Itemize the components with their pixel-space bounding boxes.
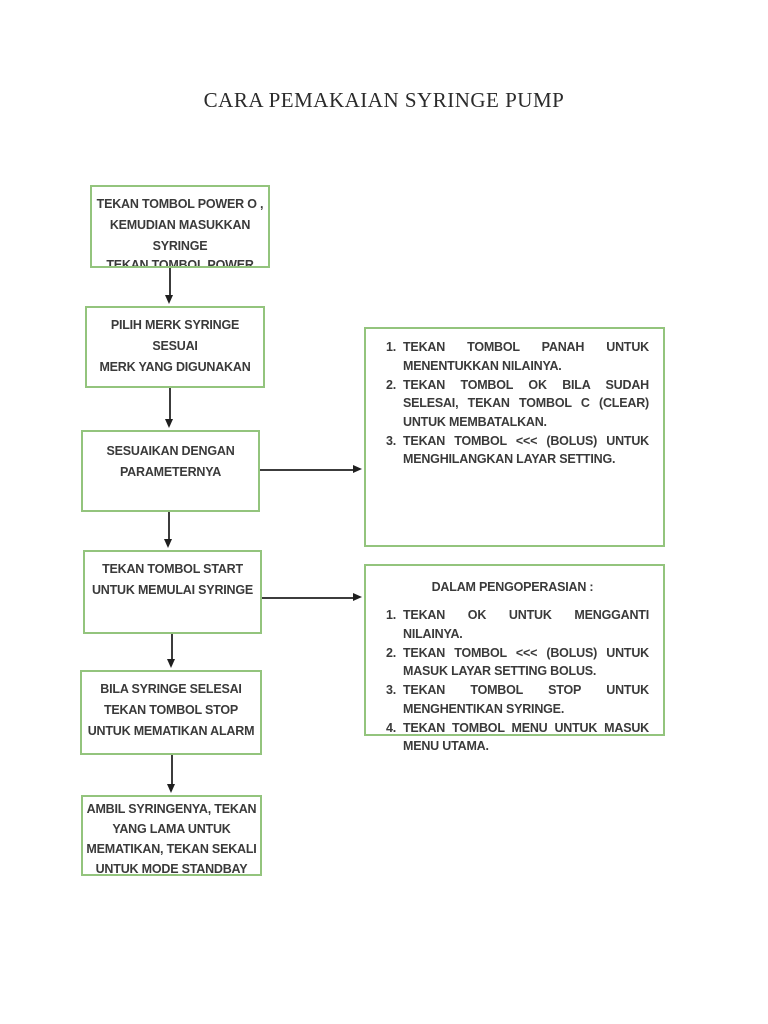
arrow-down-icon [165, 388, 174, 428]
arrow-down-icon [167, 755, 176, 793]
flow-step-line: SESUAIKAN DENGAN [106, 444, 235, 458]
note-heading: DALAM PENGOPERASIAN : [431, 580, 594, 594]
note-item: 3. TEKAN TOMBOL <<< (BOLUS) UNTUK MENGHI… [376, 432, 649, 469]
flow-step-line: UNTUK MEMULAI SYRINGE [91, 583, 254, 597]
flow-step-line: KEMUDIAN MASUKKAN [109, 218, 251, 232]
note-item-text: TEKAN TOMBOL <<< (BOLUS) UNTUK MASUK LAY… [403, 645, 649, 679]
note-item-text: TEKAN TOMBOL PANAH UNTUK MENENTUKKAN NIL… [403, 340, 649, 373]
flow-step-line: TEKAN TOMBOL STOP [103, 703, 239, 717]
flow-step-line: YANG LAMA UNTUK [112, 822, 231, 836]
note-box-operation-instructions: DALAM PENGOPERASIAN : 1. TEKAN OK UNTUK … [364, 564, 665, 753]
note-item-text: TEKAN TOMBOL <<< (BOLUS) UNTUK MENGHILAN… [403, 433, 649, 467]
note-box-setting-instructions: 1. TEKAN TOMBOL PANAH UNTUK MENENTUKKAN … [364, 327, 665, 547]
flow-step-press-stop: BILA SYRINGE SELESAI TEKAN TOMBOL STOP U… [80, 670, 262, 755]
note-item: 2. TEKAN TOMBOL OK BILA SUDAH SELESAI, T… [376, 376, 649, 432]
note-item-number: 3. [386, 433, 397, 448]
note-item-number: 1. [386, 608, 397, 622]
flow-step-line: AMBIL SYRINGENYA, TEKAN [86, 802, 257, 816]
note-item-text: TEKAN OK UNTUK MENGGANTI NILAINYA. [403, 608, 649, 641]
flow-step-press-start: TEKAN TOMBOL START UNTUK MEMULAI SYRINGE [83, 550, 262, 634]
flow-step-power-on: TEKAN TOMBOL POWER O , KEMUDIAN MASUKKAN… [90, 185, 270, 268]
arrow-down-icon [164, 512, 173, 548]
note-item: 1. TEKAN OK UNTUK MENGGANTI NILAINYA. [376, 606, 649, 643]
note-item: 4. TEKAN TOMBOL MENU UNTUK MASUK MENU UT… [376, 719, 649, 756]
note-item-number: 3. [386, 683, 397, 697]
flow-step-line: PARAMETERNYA [119, 465, 222, 479]
flow-step-line: PILIH MERK SYRINGE SESUAI [110, 318, 240, 353]
arrow-down-icon [167, 634, 176, 668]
flow-step-line: BILA SYRINGE SELESAI [100, 682, 242, 696]
flow-step-line: UNTUK MEMATIKAN ALARM [87, 724, 255, 738]
flow-step-line: UNTUK MODE STANDBAY [95, 862, 248, 876]
note-item-text: TEKAN TOMBOL STOP UNTUK MENGHENTIKAN SYR… [403, 683, 649, 716]
flow-step-line: MEMATIKAN, TEKAN SEKALI [86, 842, 257, 856]
note-item: 2. TEKAN TOMBOL <<< (BOLUS) UNTUK MASUK … [376, 644, 649, 681]
note-item-number: 4. [386, 720, 397, 735]
arrow-right-icon [260, 465, 362, 474]
flow-step-remove-syringe: AMBIL SYRINGENYA, TEKAN YANG LAMA UNTUK … [81, 795, 262, 876]
note-item-text: TEKAN TOMBOL OK BILA SUDAH SELESAI, TEKA… [403, 377, 649, 429]
flow-step-line: MERK YANG DIGUNAKAN [99, 360, 251, 374]
note-item: 1. TEKAN TOMBOL PANAH UNTUK MENENTUKKAN … [376, 338, 649, 375]
clipped-overflow-text: TEKAN TOMBOL POWER [106, 258, 254, 266]
note-item-text: TEKAN TOMBOL MENU UNTUK MASUK MENU UTAMA… [403, 720, 649, 754]
note-item-number: 2. [386, 377, 397, 392]
arrow-down-icon [165, 268, 174, 304]
arrow-right-icon [262, 593, 362, 602]
page-title: CARA PEMAKAIAN SYRINGE PUMP [203, 88, 565, 112]
note-item-number: 2. [386, 645, 397, 660]
flow-step-line: SYRINGE [152, 239, 208, 253]
flow-step-line: TEKAN TOMBOL START [102, 562, 243, 576]
flow-step-set-parameters: SESUAIKAN DENGAN PARAMETERNYA [81, 430, 260, 512]
flow-step-line: TEKAN TOMBOL POWER O , [96, 197, 264, 211]
note-item: 3. TEKAN TOMBOL STOP UNTUK MENGHENTIKAN … [376, 681, 649, 718]
note-item-number: 1. [386, 340, 397, 354]
flow-step-select-brand: PILIH MERK SYRINGE SESUAI MERK YANG DIGU… [85, 306, 265, 388]
